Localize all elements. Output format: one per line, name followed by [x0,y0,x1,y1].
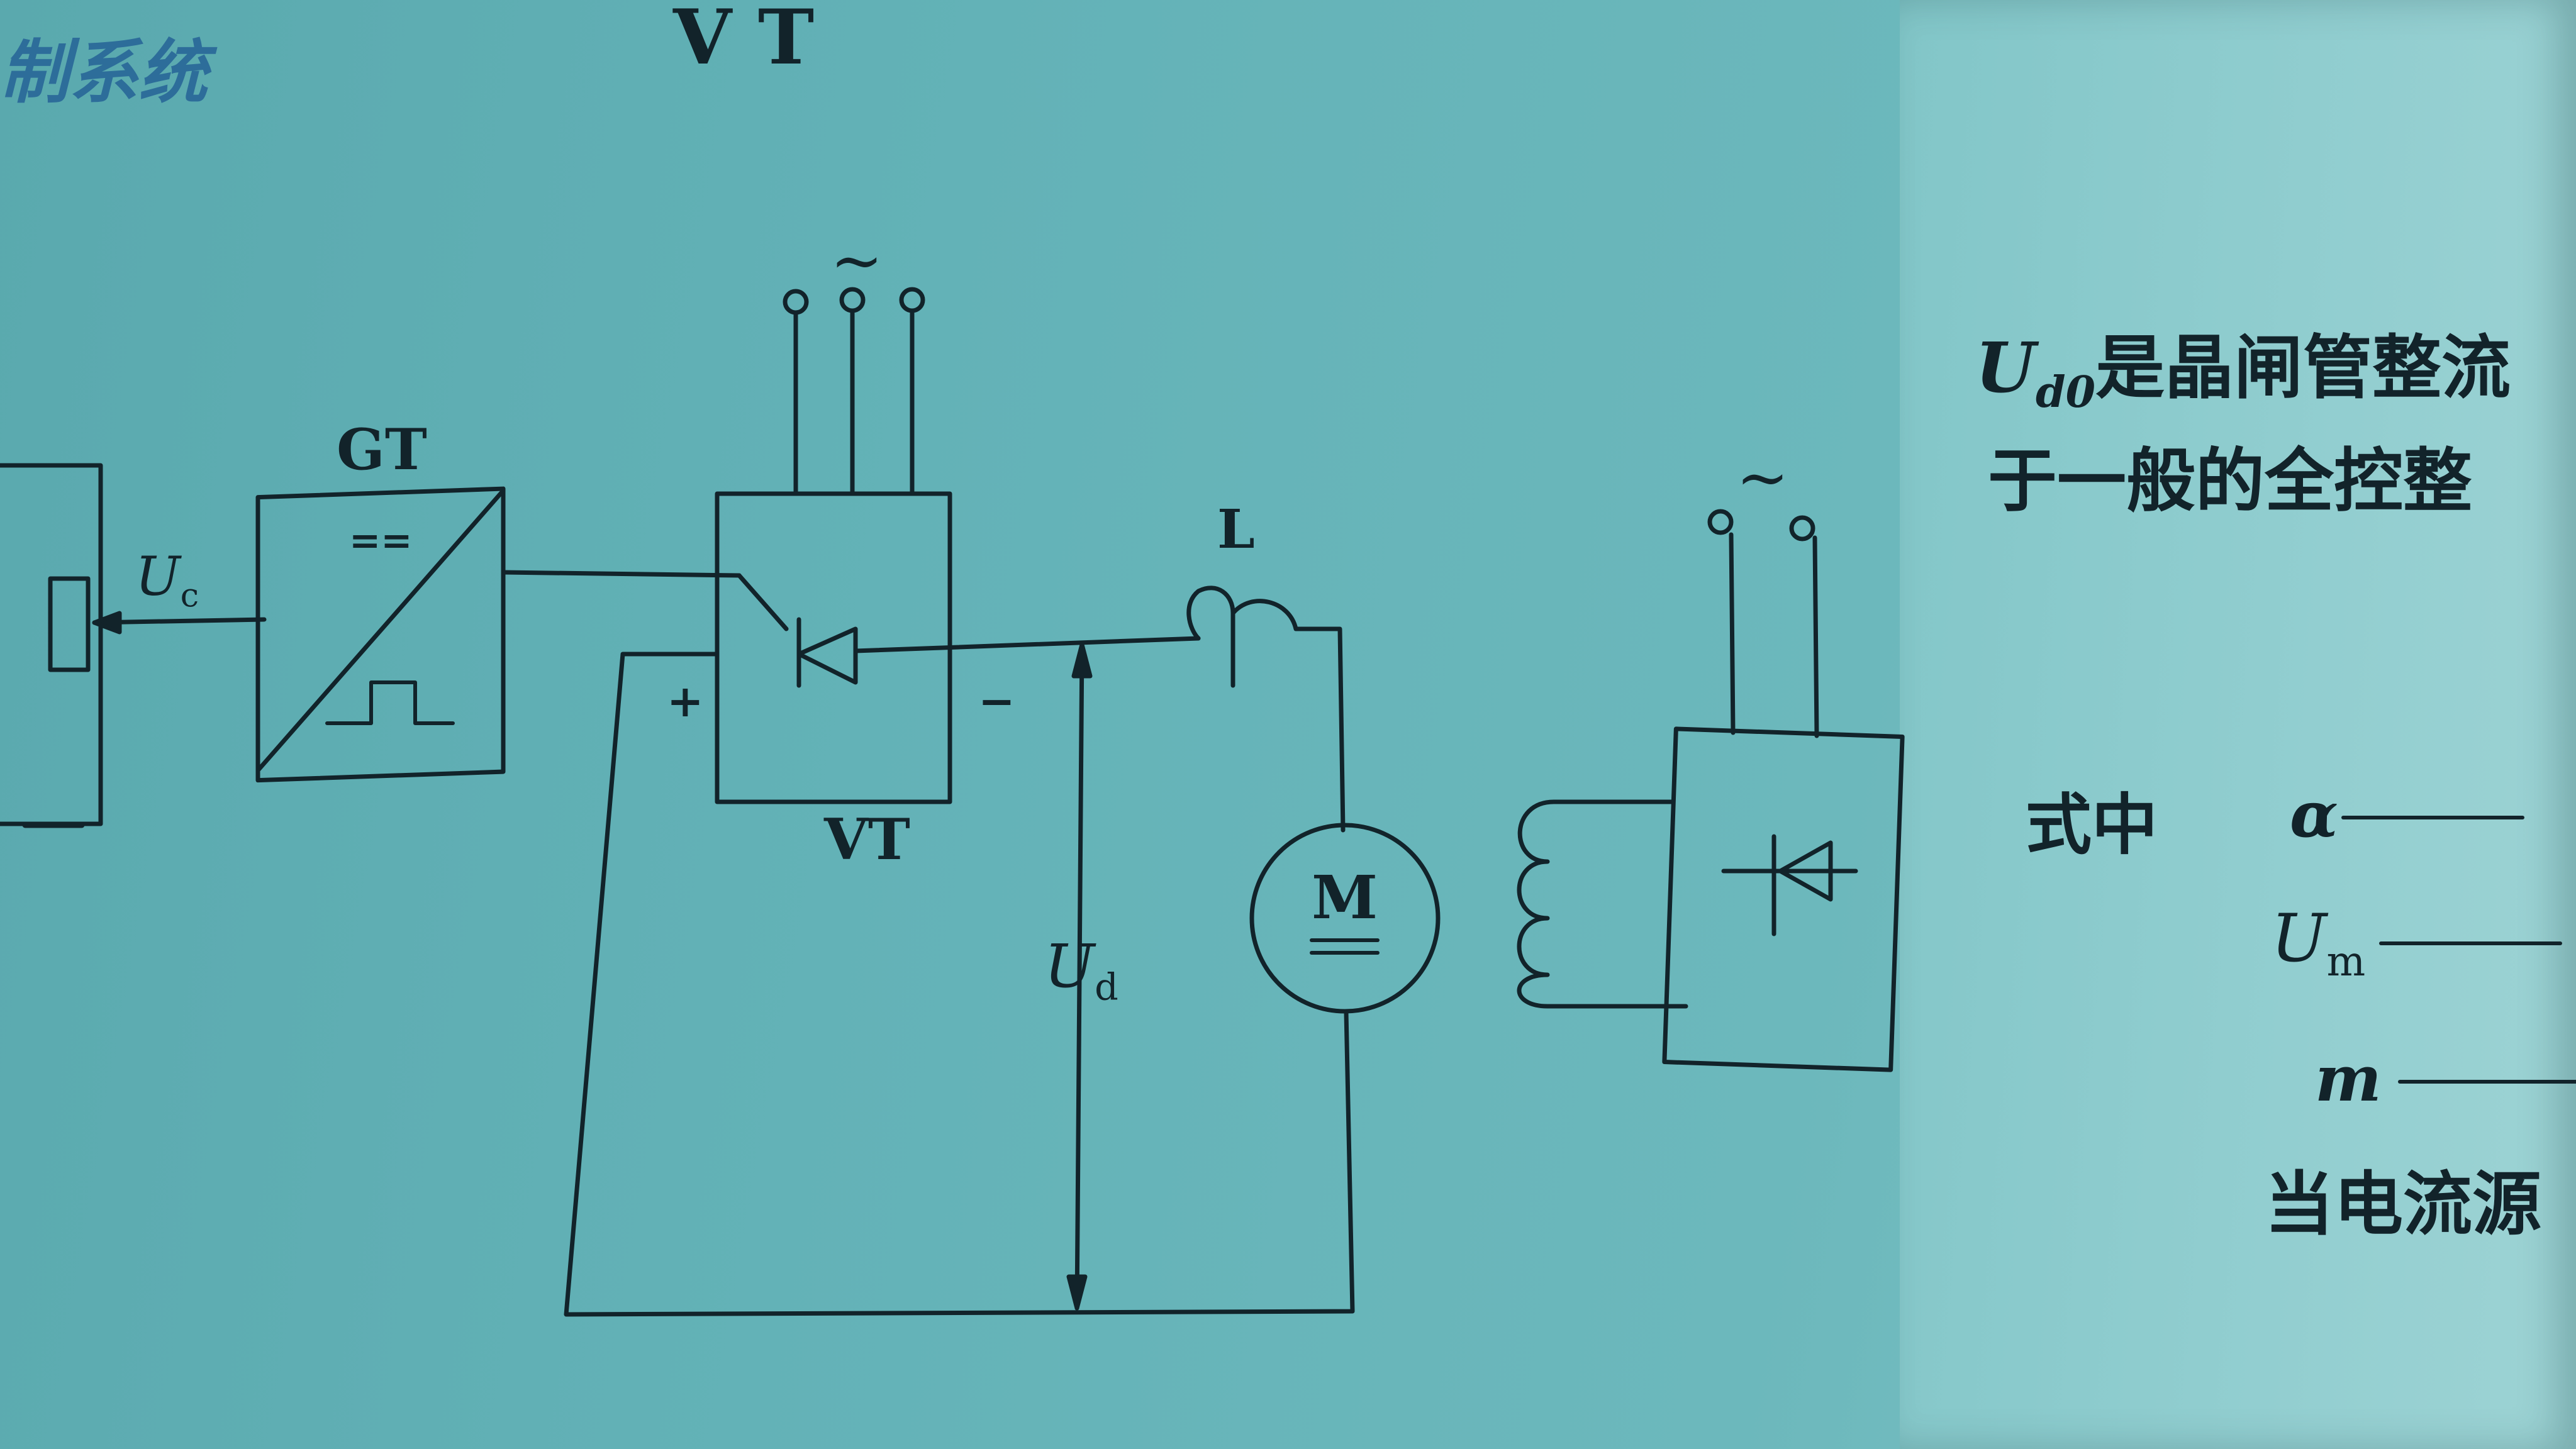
ac-top-symbol: ~ [830,224,883,297]
ud-arrow-bottom [1066,1274,1088,1311]
formula-label: 式中 [2026,787,2158,863]
field-ac-line-1 [1729,532,1736,735]
alpha-symbol: α [2290,777,2338,852]
ac-right-symbol: ~ [1736,441,1789,514]
ud-label: Ud [1044,937,1118,1006]
motor-circle [1249,823,1441,1014]
ac-terminal-3 [899,287,925,313]
motor-label: M [1312,863,1378,933]
chapter-header: 制系统 [0,32,208,113]
side-line-1: Ud0是晶闸管整流 [1975,333,2511,414]
gt-dc-symbol: == [349,519,413,563]
potentiometer [48,576,91,672]
field-coil [1517,799,1688,1009]
vt-label: VT [824,806,910,873]
ud-arrow-top [1071,642,1093,679]
ac-terminal-2 [839,287,866,313]
side-line-2: 于一般的全控整 [1988,441,2472,521]
vt-to-inductor-wire [853,636,1201,653]
gt-block [255,486,506,783]
uc-arrow-head [92,611,122,635]
ud-base: U [1044,932,1095,1001]
ud0-base: U [1975,327,2036,408]
gt-diagonal [255,488,506,773]
uc-signal-wire [92,617,267,625]
field-ac-terminal-2 [1789,515,1815,541]
um-sub: m [2326,938,2366,985]
field-ac-terminal-1 [1707,509,1734,535]
uc-base: U [135,546,181,608]
thyristor-symbol [796,626,858,685]
um-symbol: Um [2271,906,2365,982]
um-base: U [2271,900,2327,977]
m-symbol: m [2315,1041,2382,1116]
ud0-sub: d0 [2035,367,2096,418]
minus-sign: − [978,675,1015,727]
field-ac-line-2 [1812,535,1819,738]
uc-label: Uc [135,550,199,613]
ud-arrow-line [1074,642,1084,1311]
top-cut-label: V T [673,0,815,82]
side-last-line: 当电流源 [2265,1164,2541,1245]
field-rectifier-block [1662,726,1905,1072]
gt-label: GT [337,416,427,483]
dc-loop-wire [564,652,1355,1317]
inductor-coil [1186,586,1346,833]
side-line-1-text: 是晶闸管整流 [2095,328,2511,408]
right-page [1900,0,2576,1449]
inductor-label: L [1217,498,1255,561]
thyristor-gate-lead [737,573,789,631]
ud-sub: d [1095,965,1118,1009]
gt-pulse-symbol [325,680,455,725]
plus-sign: + [667,675,704,727]
ac-terminal-1 [783,289,809,315]
uc-sub: c [180,576,199,615]
gt-output-wire [501,570,742,578]
